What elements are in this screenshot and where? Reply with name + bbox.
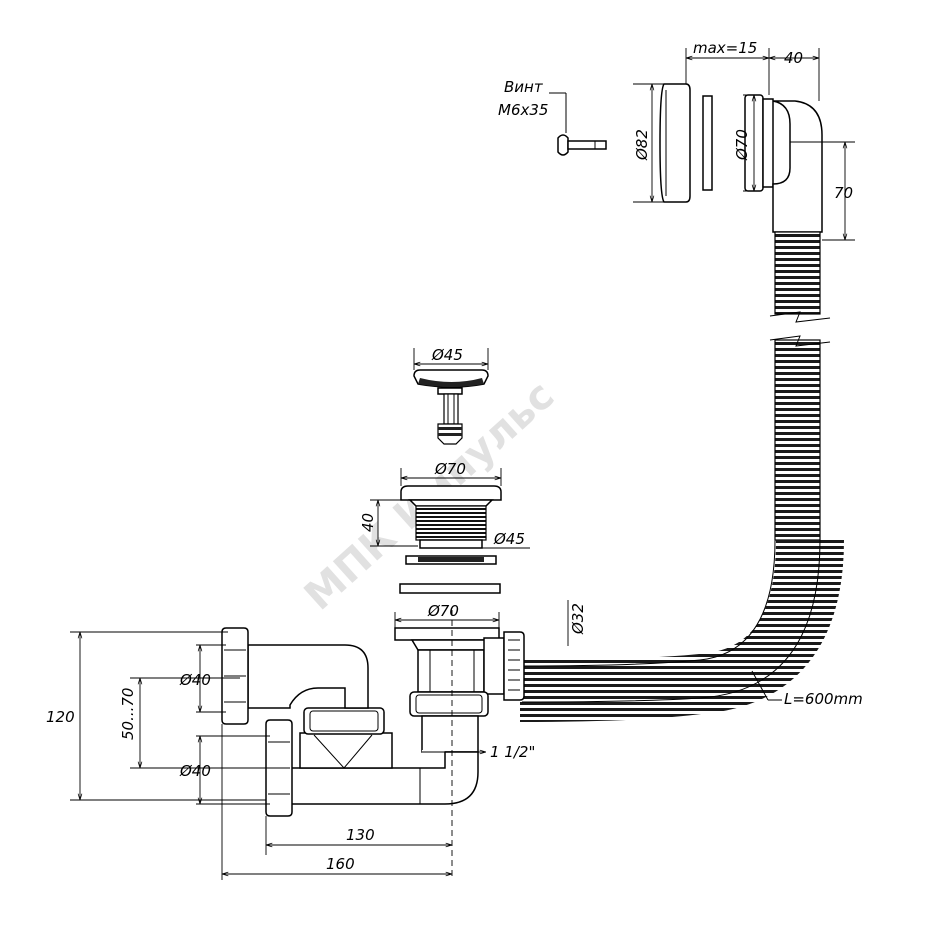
dim-thread-1-1-2: 1 1/2" (490, 743, 535, 761)
dim-siphon-160: 160 (326, 855, 355, 873)
dim-siphon-120: 120 (46, 708, 75, 726)
dim-drain-height-40: 40 (359, 513, 377, 532)
overflow-cover-plate (659, 83, 691, 203)
dim-overflow-70: Ø70 (733, 129, 751, 161)
overflow-elbow (772, 100, 823, 233)
dim-overflow-40: 40 (784, 49, 803, 67)
dim-flange-70: Ø70 (434, 460, 466, 478)
dim-siphon-40-lower: Ø40 (179, 762, 211, 780)
drain-flange: Ø70 40 Ø45 (359, 460, 530, 549)
dim-hose-32: Ø32 (569, 603, 587, 635)
overflow-gasket (702, 95, 713, 191)
screw-label-line1: Винт (504, 78, 544, 96)
dim-plug-45: Ø45 (431, 346, 463, 364)
siphon-dimensions: 120 50...70 Ø40 Ø40 1 1/2" 130 160 (46, 610, 535, 880)
screw (549, 92, 607, 156)
dim-lower-70: Ø70 (427, 602, 459, 620)
overflow-assembly: Винт М6х35 max=15 40 Ø82 Ø70 70 (498, 39, 855, 241)
plug-assembly: Ø45 (413, 346, 489, 445)
dim-siphon-50-70: 50...70 (119, 688, 137, 740)
dim-siphon-40-upper: Ø40 (179, 671, 211, 689)
dim-overflow-82: Ø82 (633, 129, 651, 161)
siphon-body: Ø70 (221, 602, 525, 817)
dim-siphon-130: 130 (346, 826, 375, 844)
dim-overflow-height-70: 70 (834, 184, 853, 202)
screw-label-line2: М6х35 (498, 101, 548, 119)
hose-length-label: L=600mm (784, 690, 863, 708)
dim-thread-45: Ø45 (493, 530, 525, 548)
corrugated-hose: L=600mm Ø32 (519, 231, 863, 722)
drain-gasket-lower (399, 583, 501, 594)
dim-max15: max=15 (693, 39, 757, 57)
